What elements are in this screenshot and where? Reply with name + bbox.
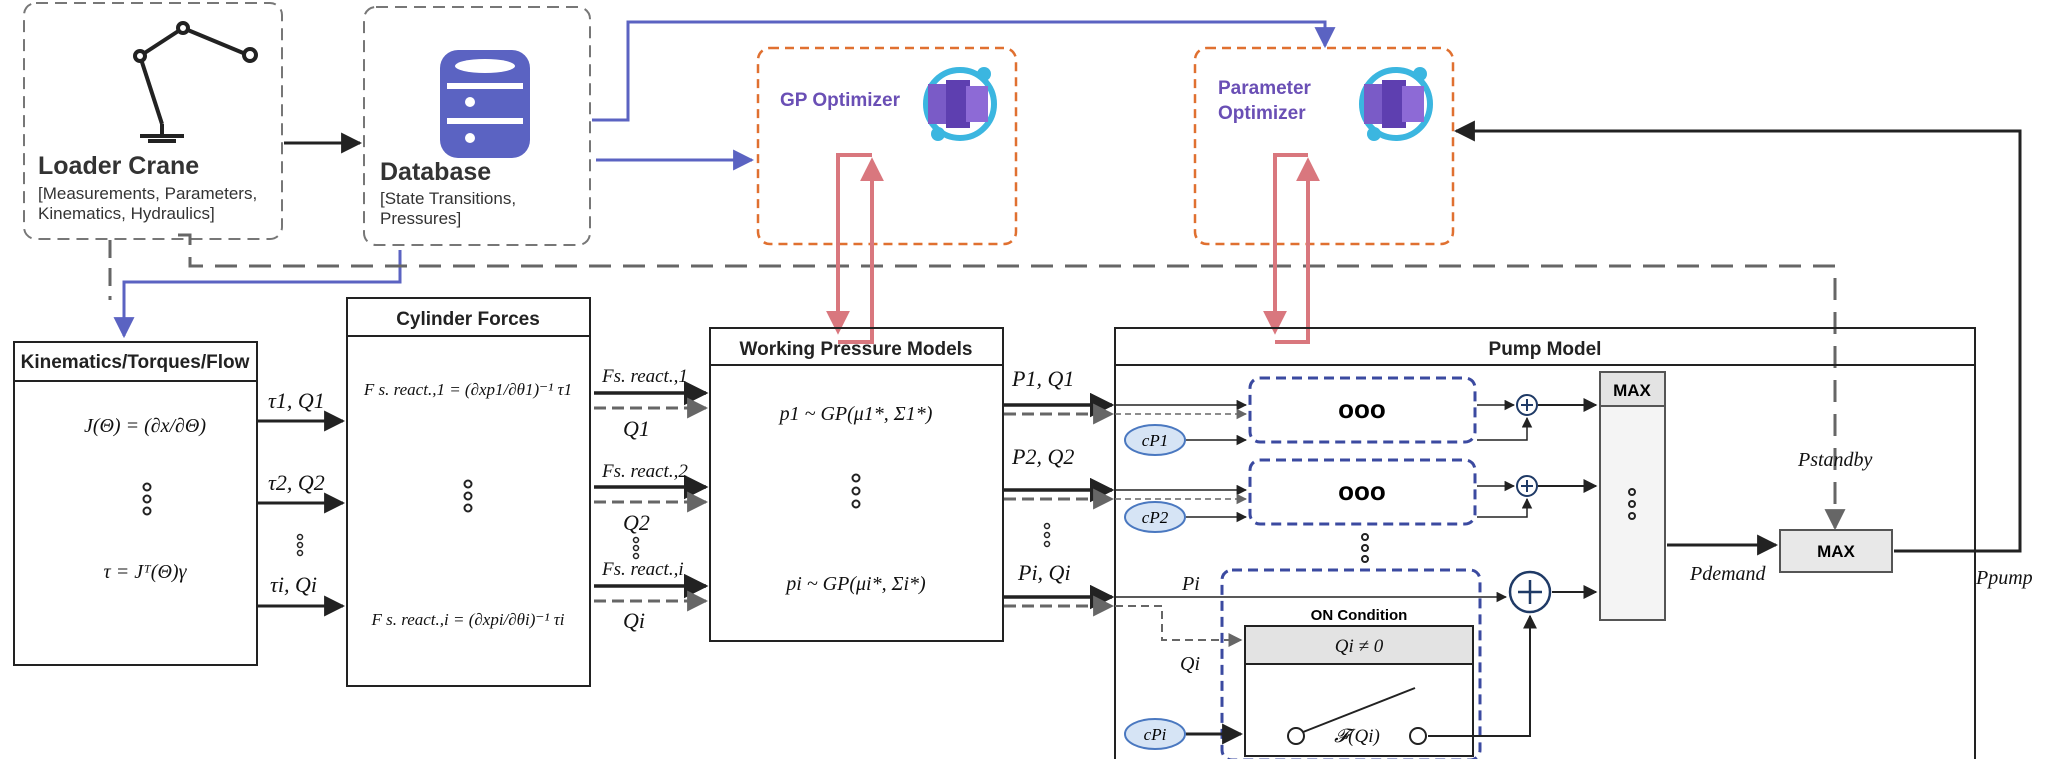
ellipsis-dots [1361, 533, 1369, 563]
cylinder-to-pressure-arrows [594, 380, 709, 612]
ellipsis-dots [142, 482, 152, 516]
max-block-2 [1779, 529, 1893, 573]
ellipsis-dots [1628, 488, 1636, 520]
switch-symbol [1287, 687, 1427, 745]
signal-tau2-q2: τ2, Q2 [268, 470, 325, 495]
cylinder-forces-eq-i: F s. react.,i = (∂xpi/∂θi)⁻¹ τi [370, 610, 564, 629]
database-icon [440, 50, 530, 158]
ellipsis-dots [1043, 522, 1051, 548]
gp-optimizer-box: GP Optimizer [756, 46, 1018, 246]
c-pi-label: cPi [1144, 725, 1167, 744]
standby-dashed-line [178, 233, 1846, 531]
c-pi-oval [1124, 718, 1186, 750]
pump-internal-wiring [1115, 120, 2022, 745]
working-pressure-box: Working Pressure Models p1 ~ GP(μ1*, Σ1*… [709, 327, 1004, 642]
loader-crane-box: Loader Crane [Measurements, Parameters, … [23, 2, 283, 240]
pump-subblock-1-ellipsis: ooo [1338, 394, 1386, 424]
optimizer-icon [1359, 67, 1433, 141]
signal-q1: Q1 [623, 416, 650, 441]
working-pressure-eq-i: pi ~ GP(μi*, Σi*) [784, 573, 926, 595]
signal-qi-on: Qi [1180, 653, 1200, 675]
signal-tau1-q1: τ1, Q1 [268, 388, 325, 413]
signal-fi: Fs. react.,i [601, 559, 684, 580]
sum-node-i [1508, 570, 1552, 614]
on-condition-expr: Qi ≠ 0 [1335, 636, 1384, 657]
parameter-optimizer-box: Parameter Optimizer [1193, 46, 1455, 246]
sum-node-2 [1516, 475, 1538, 497]
switch-expr: 𝓕(Qi) [1334, 726, 1380, 747]
signal-qi: Qi [623, 608, 645, 633]
ellipsis-dots [296, 533, 304, 557]
signal-f2: Fs. react.,2 [601, 461, 688, 482]
max-block-1 [1599, 371, 1666, 621]
gp-optimizer-label: GP Optimizer [780, 90, 901, 111]
ellipsis-dots [851, 473, 861, 509]
signal-pstandby: Pstandby [1797, 449, 1873, 471]
pump-subblock-1 [1248, 376, 1477, 444]
c-p2-label: cP2 [1142, 508, 1169, 527]
ellipsis-dots [463, 479, 473, 513]
signal-ppump: Ppump [1975, 567, 2033, 589]
pressure-to-pump-arrows [1004, 392, 1115, 617]
signal-f1: Fs. react.,1 [601, 366, 688, 387]
kinematics-eq-jacobian: J(Θ) = (∂x/∂Θ) [84, 415, 206, 437]
c-p1-label: cP1 [1142, 431, 1168, 450]
database-details-1: [State Transitions, [380, 189, 516, 208]
kinematics-to-cylinder-arrows [258, 410, 346, 617]
pump-subblock-2-ellipsis: ooo [1338, 476, 1386, 506]
kinematics-eq-torque: τ = Jᵀ(Θ)γ [104, 561, 188, 583]
working-pressure-eq-1: p1 ~ GP(μ1*, Σ1*) [778, 403, 933, 425]
kinematics-box: Kinematics/Torques/Flow J(Θ) = (∂x/∂Θ) τ… [13, 341, 258, 666]
kinematics-title: Kinematics/Torques/Flow [21, 352, 250, 373]
signal-p1-q1: P1, Q1 [1011, 366, 1074, 391]
parameter-optimizer-label-1: Parameter [1218, 78, 1312, 99]
database-title: Database [380, 158, 491, 186]
signal-pi-qi: Pi, Qi [1017, 560, 1071, 585]
pump-model-box: Pump Model ooo ooo ON Condition Qi ≠ 0 𝓕… [1114, 327, 1976, 764]
signal-pi: Pi [1181, 573, 1200, 595]
c-p1-oval [1124, 424, 1186, 456]
robot-arm-icon [133, 21, 258, 143]
signal-q2: Q2 [623, 510, 650, 535]
signal-taui-qi: τi, Qi [270, 572, 317, 597]
max-block-2-label: MAX [1817, 542, 1855, 561]
database-to-kinematics-arrow [113, 250, 402, 339]
parameter-optimizer-label-2: Optimizer [1218, 103, 1306, 124]
pump-subblock-2 [1248, 458, 1477, 526]
signal-p2-q2: P2, Q2 [1011, 444, 1074, 469]
max-block-1-label: MAX [1613, 381, 1651, 400]
c-p2-oval [1124, 501, 1186, 533]
parameter-optimizer-loop [1263, 153, 1320, 344]
on-condition-header [1244, 625, 1474, 665]
working-pressure-title: Working Pressure Models [740, 339, 973, 360]
loader-crane-details-1: [Measurements, Parameters, [38, 184, 257, 203]
database-box: Database [State Transitions, Pressures] [363, 6, 591, 246]
loader-crane-details-2: Kinematics, Hydraulics] [38, 204, 215, 223]
on-condition-title: ON Condition [1311, 607, 1408, 624]
gp-optimizer-loop [826, 153, 884, 344]
ellipsis-dots [632, 536, 640, 560]
loader-crane-title: Loader Crane [38, 152, 199, 180]
cylinder-forces-eq-1: F s. react.,1 = (∂xp1/∂θ1)⁻¹ τ1 [363, 380, 572, 399]
cylinder-forces-title: Cylinder Forces [396, 309, 540, 330]
sum-node-1 [1516, 394, 1538, 416]
signal-pdemand: Pdemand [1689, 563, 1767, 585]
cylinder-forces-box: Cylinder Forces F s. react.,1 = (∂xp1/∂θ… [346, 297, 591, 687]
database-details-2: Pressures] [380, 209, 461, 228]
pump-model-title: Pump Model [1489, 339, 1602, 360]
optimizer-icon [923, 67, 997, 141]
pump-subblock-i [1220, 568, 1482, 762]
database-to-parameter-optimizer-arrow [592, 20, 1336, 122]
